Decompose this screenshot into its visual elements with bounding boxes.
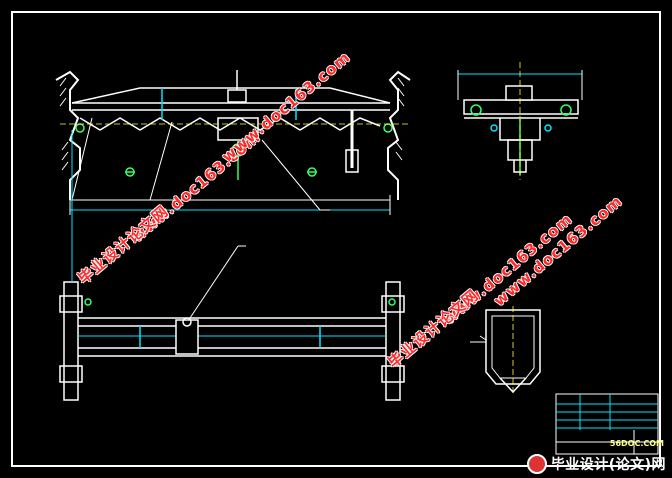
outer-border (11, 11, 661, 467)
brand-logo-icon (526, 454, 547, 474)
side-view-trolley (457, 62, 583, 180)
brand-site-small: 56DOC.COM (609, 439, 664, 448)
girder-section-view (470, 306, 541, 396)
plan-view (59, 130, 405, 401)
brand-badge: 毕业设计(论文)网 (526, 453, 666, 475)
brand-text: 毕业设计(论文)网 (550, 457, 666, 473)
title-block (555, 393, 659, 455)
front-elevation-view (55, 70, 411, 215)
